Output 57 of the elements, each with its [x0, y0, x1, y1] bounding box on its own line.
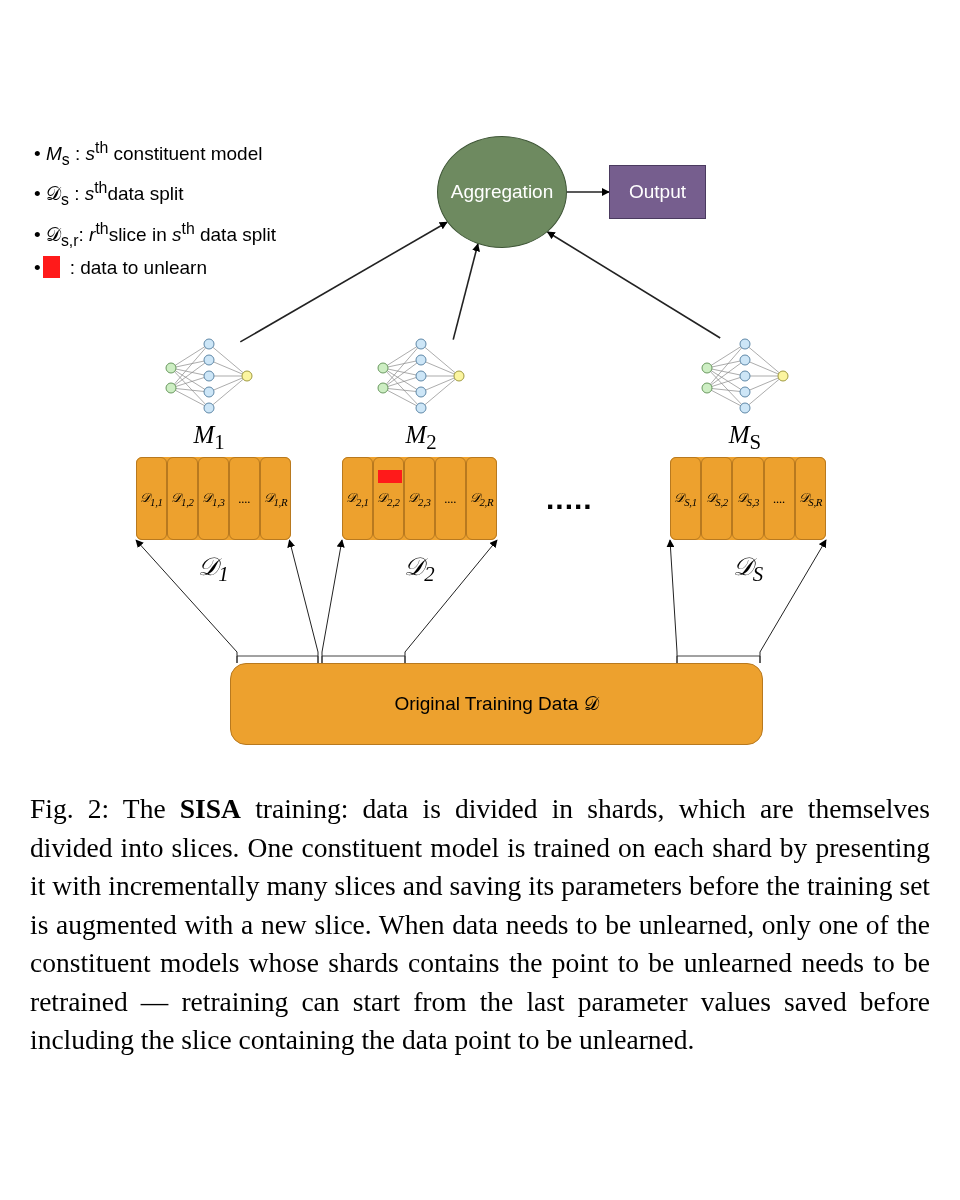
arrow — [239, 221, 448, 343]
model-label: M$_{2}$ — [404, 420, 438, 456]
data-slice — [763, 457, 795, 540]
model-label: M$_{1}$ — [192, 420, 226, 456]
definition-text: • 𝒟$_{s}$ : s$^{th}$data split — [34, 183, 184, 205]
data-slice — [342, 457, 373, 540]
data-slice — [198, 457, 229, 540]
bullet-mark: • — [34, 257, 41, 279]
slice-label: .... — [238, 490, 251, 507]
arrow — [666, 539, 678, 664]
arrow — [546, 231, 721, 339]
arrow — [321, 539, 345, 664]
ellipsis-label: ..... — [546, 482, 593, 516]
slice-label: 𝒟$_{1,3}$ — [202, 489, 225, 508]
data-slice — [794, 457, 826, 540]
shard-label: 𝒟$_{1}$ — [197, 552, 230, 588]
data-slice — [466, 457, 497, 540]
shard-label: 𝒟$_{S}$ — [731, 552, 765, 588]
slice-label: 𝒟$_{2,2}$ — [377, 489, 400, 508]
slice-label: 𝒟$_{2,R}$ — [469, 489, 494, 508]
slice-label: 𝒟$_{1,2}$ — [171, 489, 194, 508]
data-slice — [373, 457, 404, 540]
data-slice — [435, 457, 466, 540]
slice-label: 𝒟$_{2,1}$ — [346, 489, 369, 508]
data-slice — [229, 457, 260, 540]
training-data-box — [230, 663, 763, 745]
node-label: Original Training Data 𝒟 — [394, 693, 599, 715]
slice-label: 𝒟$_{2,3}$ — [408, 489, 431, 508]
slice-label: 𝒟$_{S,R}$ — [798, 489, 823, 508]
slice-label: 𝒟$_{S,3}$ — [736, 489, 760, 508]
node-label: Aggregation — [450, 181, 554, 203]
data-slice — [136, 457, 167, 540]
arrow — [287, 539, 319, 664]
slice-label: 𝒟$_{1,R}$ — [263, 489, 288, 508]
data-slice — [732, 457, 764, 540]
model-label: M$_{S}$ — [727, 420, 763, 456]
shard-label: 𝒟$_{2}$ — [403, 552, 436, 588]
slice-label: .... — [444, 490, 457, 507]
arrow — [404, 539, 498, 664]
data-slice — [404, 457, 435, 540]
data-slice — [260, 457, 291, 540]
data-slice — [167, 457, 198, 540]
slice-label: 𝒟$_{S,1}$ — [674, 489, 697, 508]
arrow — [452, 243, 480, 341]
slice-label: .... — [773, 490, 786, 507]
output-box — [609, 165, 706, 219]
data-slice — [670, 457, 702, 540]
slice-label: 𝒟$_{S,2}$ — [705, 489, 728, 508]
node-label: Output — [628, 181, 686, 203]
arrow — [135, 539, 238, 664]
arrow — [566, 188, 610, 196]
figure-caption: Fig. 2: The SISA training: data is divided in shards, which are themselves divided into slices. One constituent model is trained on each shard by presenting it with incrementally many slices and saving its parameters before the training set is augmented with a new slice. When data needs to be unlearned, only one of the constituent models whose shards contains the point to be unlearned needs to be retrained — retraining can start from the last parameter values saved before including the slice containing the data point to be unlearned. — [30, 792, 930, 1057]
legend-text: : data to unlearn — [69, 257, 207, 279]
slice-label: 𝒟$_{1,1}$ — [140, 489, 163, 508]
arrow — [759, 539, 827, 664]
definition-text: • M$_{s}$ : s$^{th}$ constituent model — [34, 143, 263, 165]
data-slice — [701, 457, 733, 540]
